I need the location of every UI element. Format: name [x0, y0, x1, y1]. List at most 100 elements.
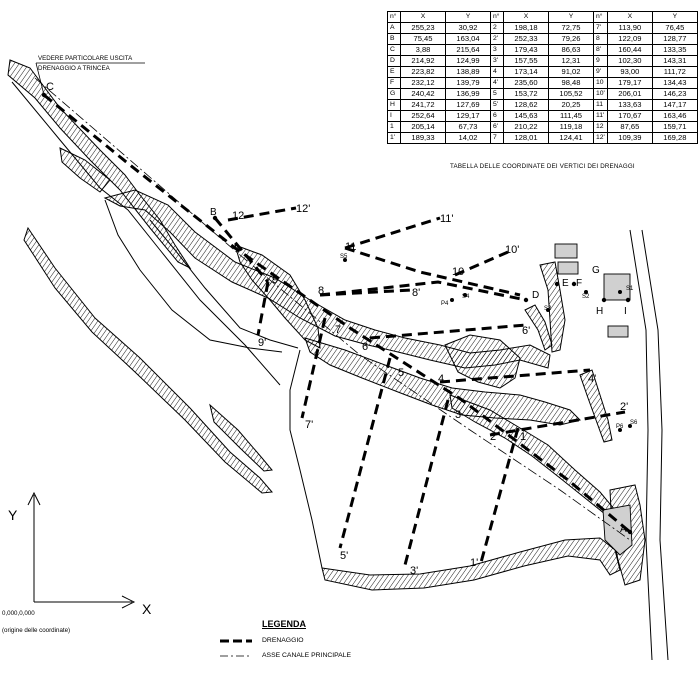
- table-cell: 127,69: [445, 99, 491, 111]
- table-cell: 2: [490, 22, 504, 34]
- point-label-p2: 2: [490, 431, 496, 443]
- point-label-p8: 8: [318, 285, 324, 297]
- point-label-C: C: [46, 81, 54, 93]
- table-cell: 214,92: [400, 55, 446, 67]
- table-cell: 3': [490, 55, 504, 67]
- table-cell: 173,14: [503, 66, 549, 78]
- building-3: [603, 273, 631, 301]
- table-cell: 12': [593, 132, 608, 144]
- drain-8-D: [319, 280, 527, 302]
- table-cell: 169,28: [651, 132, 698, 144]
- table-cell: 72,75: [548, 22, 594, 34]
- table-cell: 153,72: [503, 88, 549, 100]
- table-cell: 67,73: [445, 121, 491, 133]
- table-cell: 122,09: [606, 33, 653, 45]
- table-cell: 7: [490, 132, 504, 144]
- table-cell: 111,72: [651, 66, 698, 78]
- legend-swatches: [220, 639, 252, 657]
- point-labels: C B 12 12' 11 11' 10 10' 9 9' 8 8' 7 7' …: [46, 81, 628, 577]
- table-cell: 4: [490, 66, 504, 78]
- table-cell: 113,90: [606, 22, 653, 34]
- building-5: [602, 504, 633, 556]
- point-label-p9p: 9': [258, 337, 266, 349]
- point-label-p8p: 8': [412, 287, 420, 299]
- bank-lower-left: [23, 226, 274, 494]
- point-label-p10p: 10': [505, 244, 519, 256]
- point-label-p3: 3: [455, 409, 461, 421]
- bank-fan-4: [444, 334, 521, 389]
- boundary-lines: [11, 81, 669, 661]
- header-cell: Y: [548, 11, 594, 23]
- note-leader: [35, 62, 145, 96]
- building-2: [557, 261, 579, 275]
- table-cell: 10': [593, 88, 608, 100]
- table-cell: 157,55: [503, 55, 549, 67]
- table-caption: TABELLA DELLE COORDINATE DEI VERTICI DEI…: [450, 163, 635, 170]
- building-1: [554, 243, 578, 259]
- table-header-row: n° X Y n° X Y n° X Y: [387, 11, 698, 23]
- station-label-S6: S6: [630, 420, 638, 426]
- table-cell: 1: [387, 121, 401, 133]
- table-cell: 93,00: [606, 66, 653, 78]
- table-cell: 6: [490, 110, 504, 122]
- vertex-dots: [41, 92, 633, 535]
- table-cell: 205,14: [400, 121, 446, 133]
- table-cell: 86,63: [548, 44, 594, 56]
- point-label-p1: 1: [520, 431, 526, 443]
- point-label-p7p: 7': [305, 419, 313, 431]
- drain-7: [300, 317, 327, 419]
- table-cell: 133,63: [606, 99, 653, 111]
- station-label-S2: S2: [582, 294, 590, 300]
- table-cell: 105,52: [548, 88, 594, 100]
- point-label-B: B: [210, 207, 217, 218]
- header-cell: X: [400, 11, 446, 23]
- table-cell: 5: [490, 88, 504, 100]
- point-label-p12p: 12': [296, 203, 310, 215]
- axis-x-label: X: [142, 601, 152, 617]
- table-cell: 223,82: [400, 66, 446, 78]
- table-cell: 12,31: [548, 55, 594, 67]
- table-cell: 134,43: [651, 77, 698, 89]
- point-label-p10: 10: [452, 266, 464, 278]
- drain-4: [439, 368, 591, 384]
- table-cell: 179,17: [606, 77, 653, 89]
- table-cell: 2': [490, 33, 504, 45]
- point-label-A: A: [620, 524, 627, 535]
- table-cell: 76,45: [651, 22, 698, 34]
- table-cell: 160,44: [606, 44, 653, 56]
- table-cell: 240,42: [400, 88, 446, 100]
- table-cell: 128,62: [503, 99, 549, 111]
- table-cell: 9: [593, 55, 608, 67]
- table-cell: 124,41: [548, 132, 594, 144]
- coordinate-axes: [27, 491, 136, 609]
- table-cell: 235,60: [503, 77, 549, 89]
- main-channel-axis: [34, 77, 631, 541]
- table-cell: 210,22: [503, 121, 549, 133]
- table-cell: 136,99: [445, 88, 491, 100]
- point-label-p2p: 2': [620, 401, 628, 413]
- table-cell: 12: [593, 121, 608, 133]
- header-cell: n°: [490, 11, 504, 23]
- bank-bottom-shore: [321, 537, 621, 591]
- table-cell: 147,17: [651, 99, 698, 111]
- origin-value: 0,000,0,000: [2, 610, 35, 617]
- table-cell: F: [387, 77, 401, 89]
- point-label-I: I: [624, 306, 627, 317]
- table-cell: 91,02: [548, 66, 594, 78]
- table-cell: 255,23: [400, 22, 446, 34]
- station-label-S1: S1: [626, 286, 634, 292]
- table-cell: 5': [490, 99, 504, 111]
- drain-B-9: [213, 217, 270, 283]
- point-label-p9: 9: [272, 274, 278, 286]
- legend-title: LEGENDA: [262, 619, 307, 629]
- table-cell: 179,43: [503, 44, 549, 56]
- table-cell: A: [387, 22, 401, 34]
